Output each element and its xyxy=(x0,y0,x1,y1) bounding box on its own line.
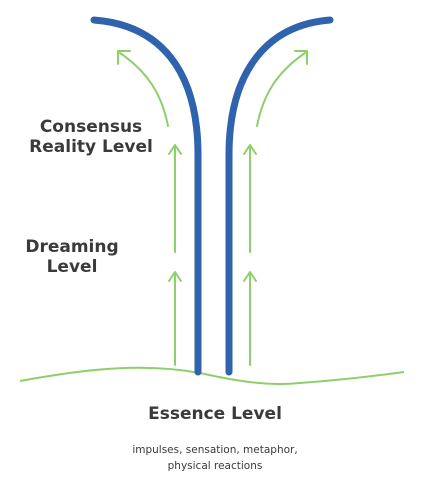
consensus-reality-level-label: Consensus Reality Level xyxy=(18,117,164,157)
stream-line-left xyxy=(90,16,202,376)
essence-description-line1: impulses, sensation, metaphor, xyxy=(132,444,298,456)
essence-level-label: Essence Level xyxy=(148,404,282,424)
essence-level-description: impulses, sensation, metaphor, physical … xyxy=(90,442,340,475)
dreaming-line2: Level xyxy=(46,256,98,277)
essence-description-line2: physical reactions xyxy=(167,460,263,473)
arrow-right-lower-head xyxy=(243,271,257,282)
arrow-left-middle-head xyxy=(168,144,182,155)
arrow-left-upper xyxy=(119,52,169,127)
arrow-right-middle-head xyxy=(243,144,257,155)
ground-line xyxy=(19,366,405,385)
arrow-left-lower-head xyxy=(168,271,182,282)
consensus-line2: Reality Level xyxy=(29,136,153,157)
dreaming-line1: Dreaming xyxy=(25,237,119,257)
arrow-right-upper-head xyxy=(294,50,308,65)
consensus-line1: Consensus xyxy=(39,117,143,137)
dreaming-level-label: Dreaming Level xyxy=(18,237,126,277)
stream-line-right xyxy=(225,16,334,376)
arrow-right-upper xyxy=(256,52,306,127)
arrow-left-upper-head xyxy=(117,50,131,65)
